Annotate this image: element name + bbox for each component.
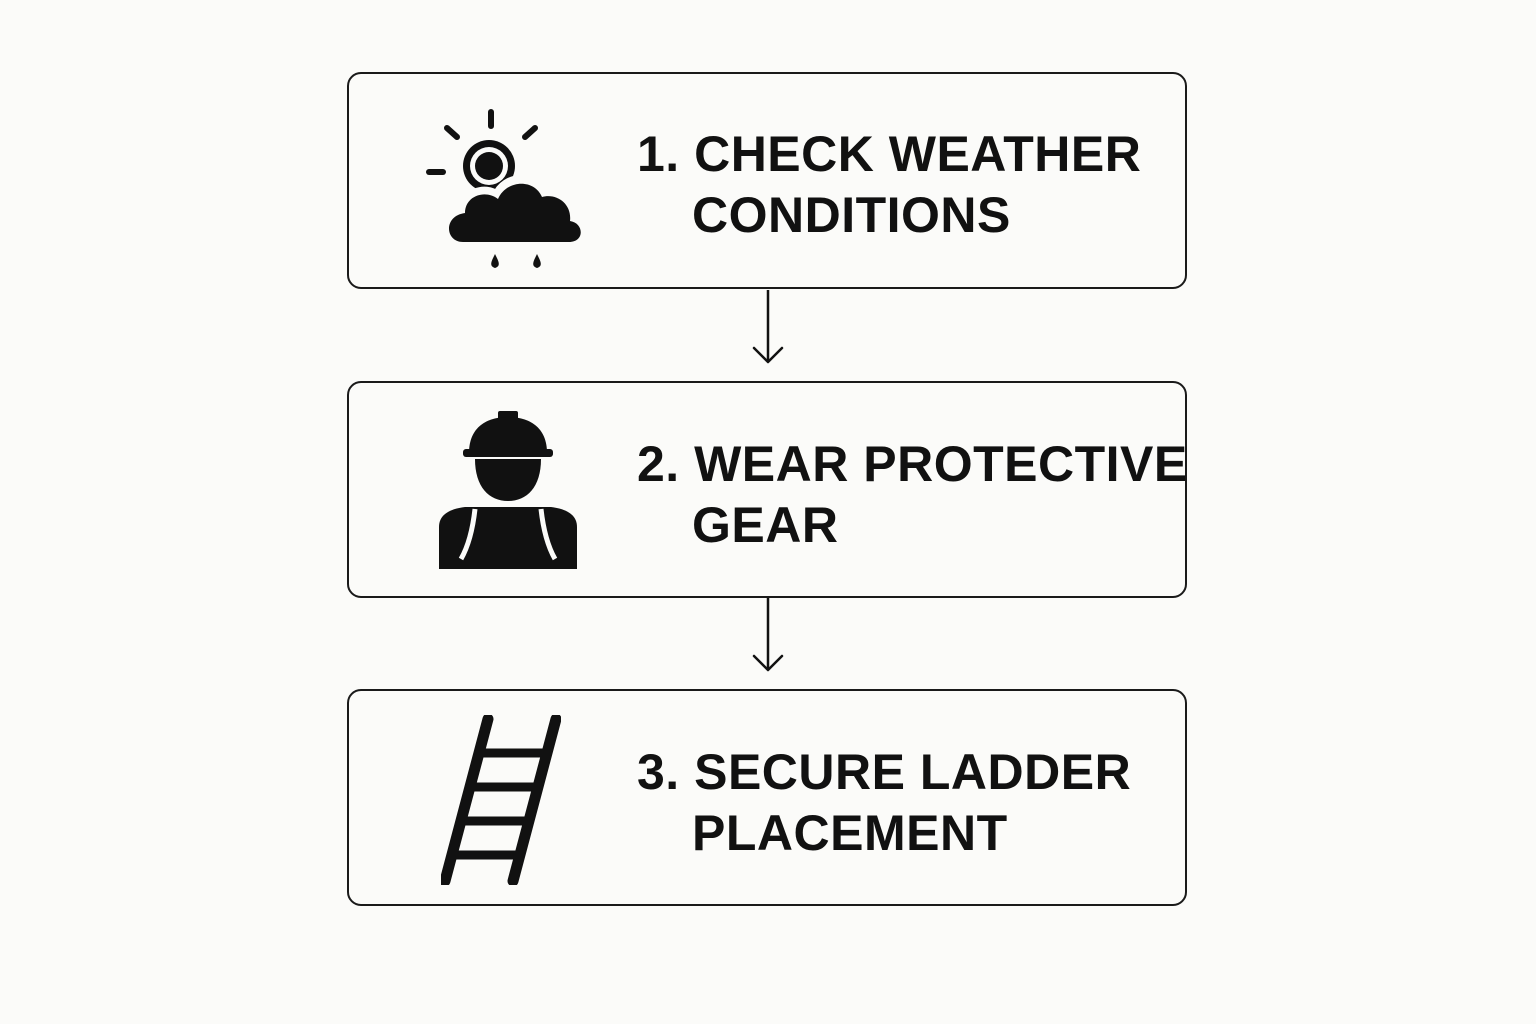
worker-hard-hat-icon <box>439 411 577 569</box>
step-label: 2. WEAR PROTECTIVE GEAR <box>637 434 1188 556</box>
step-box-protective-gear: 2. WEAR PROTECTIVE GEAR <box>347 381 1187 598</box>
step-title-line2: PLACEMENT <box>692 805 1008 861</box>
weather-sun-cloud-rain-icon <box>426 109 589 268</box>
step-title-line2: GEAR <box>692 497 839 553</box>
ladder-icon <box>441 715 561 885</box>
step-label: 1. CHECK WEATHER CONDITIONS <box>637 124 1141 246</box>
step-label: 3. SECURE LADDER PLACEMENT <box>637 742 1131 864</box>
step-title-line1: 2. WEAR PROTECTIVE <box>637 436 1188 492</box>
step-title-line1: 3. SECURE LADDER <box>637 744 1132 800</box>
flow-arrow-down-icon <box>752 290 784 364</box>
step-box-check-weather: 1. CHECK WEATHER CONDITIONS <box>347 72 1187 289</box>
flow-arrow-down-icon <box>752 598 784 672</box>
step-title-line2: CONDITIONS <box>692 187 1011 243</box>
step-title-line1: 1. CHECK WEATHER <box>637 126 1142 182</box>
step-box-secure-ladder: 3. SECURE LADDER PLACEMENT <box>347 689 1187 906</box>
